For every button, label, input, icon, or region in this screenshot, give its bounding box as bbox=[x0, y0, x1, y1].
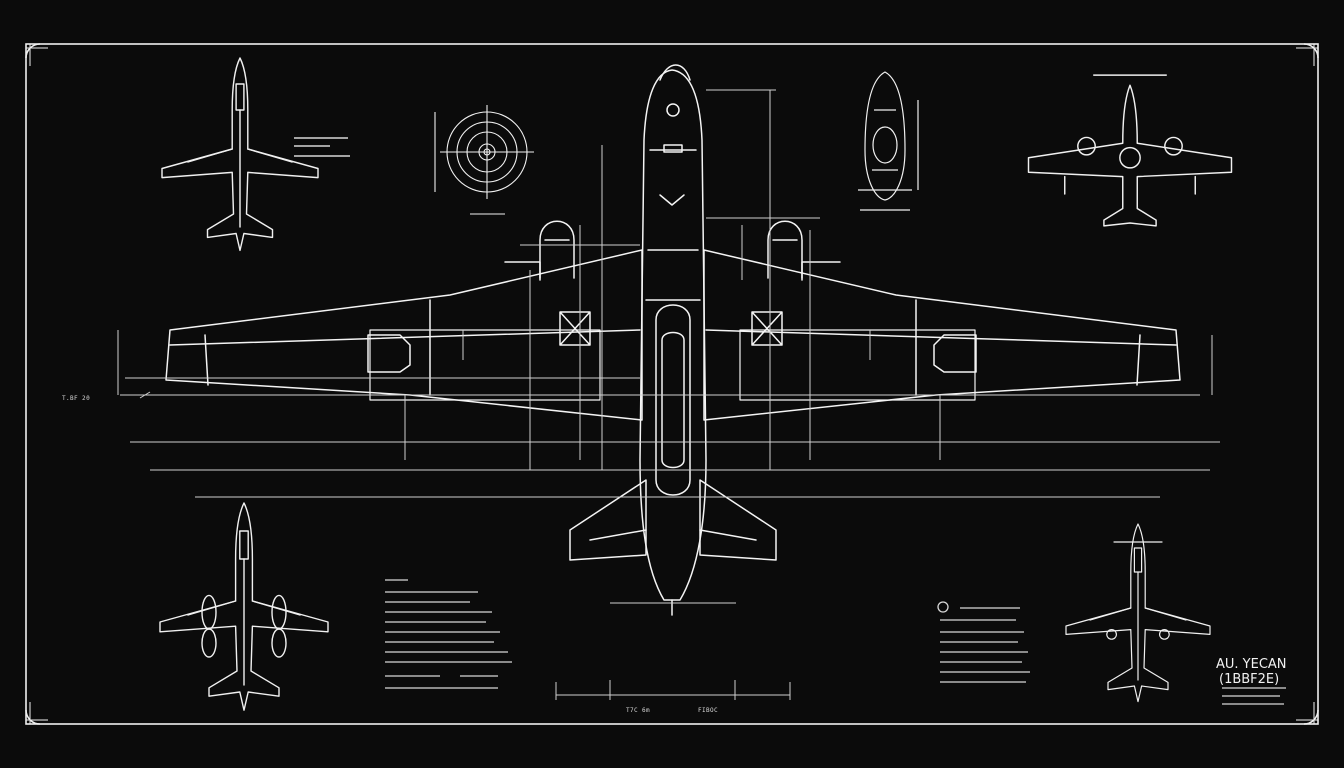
notes-title-block-lines bbox=[1222, 687, 1286, 705]
left-station-label: T.BF 20 bbox=[62, 395, 90, 402]
notes-bottom-center-left bbox=[385, 579, 512, 689]
aux-view-top-right bbox=[1027, 74, 1233, 227]
notes-bottom-center-right bbox=[937, 601, 1030, 683]
aux-view-bottom-left bbox=[159, 502, 329, 711]
aux-view-bottom-right bbox=[1065, 523, 1211, 703]
aux-view-fuselage-front bbox=[858, 71, 919, 211]
dimension-lines bbox=[117, 89, 1220, 700]
title-block-code: (1BBF2E) bbox=[1219, 672, 1279, 687]
title-block-name: AU. YECAN bbox=[1216, 657, 1287, 672]
main-aircraft-plan-view bbox=[165, 64, 1181, 616]
aux-view-top-left bbox=[161, 57, 319, 252]
center-bottom-left-label: T7C 6m bbox=[626, 707, 650, 714]
radome-section-view bbox=[434, 105, 534, 215]
notes-top-left bbox=[294, 137, 350, 157]
center-bottom-right-label: FIBOC bbox=[698, 707, 718, 714]
drawing-frame bbox=[25, 43, 1319, 725]
